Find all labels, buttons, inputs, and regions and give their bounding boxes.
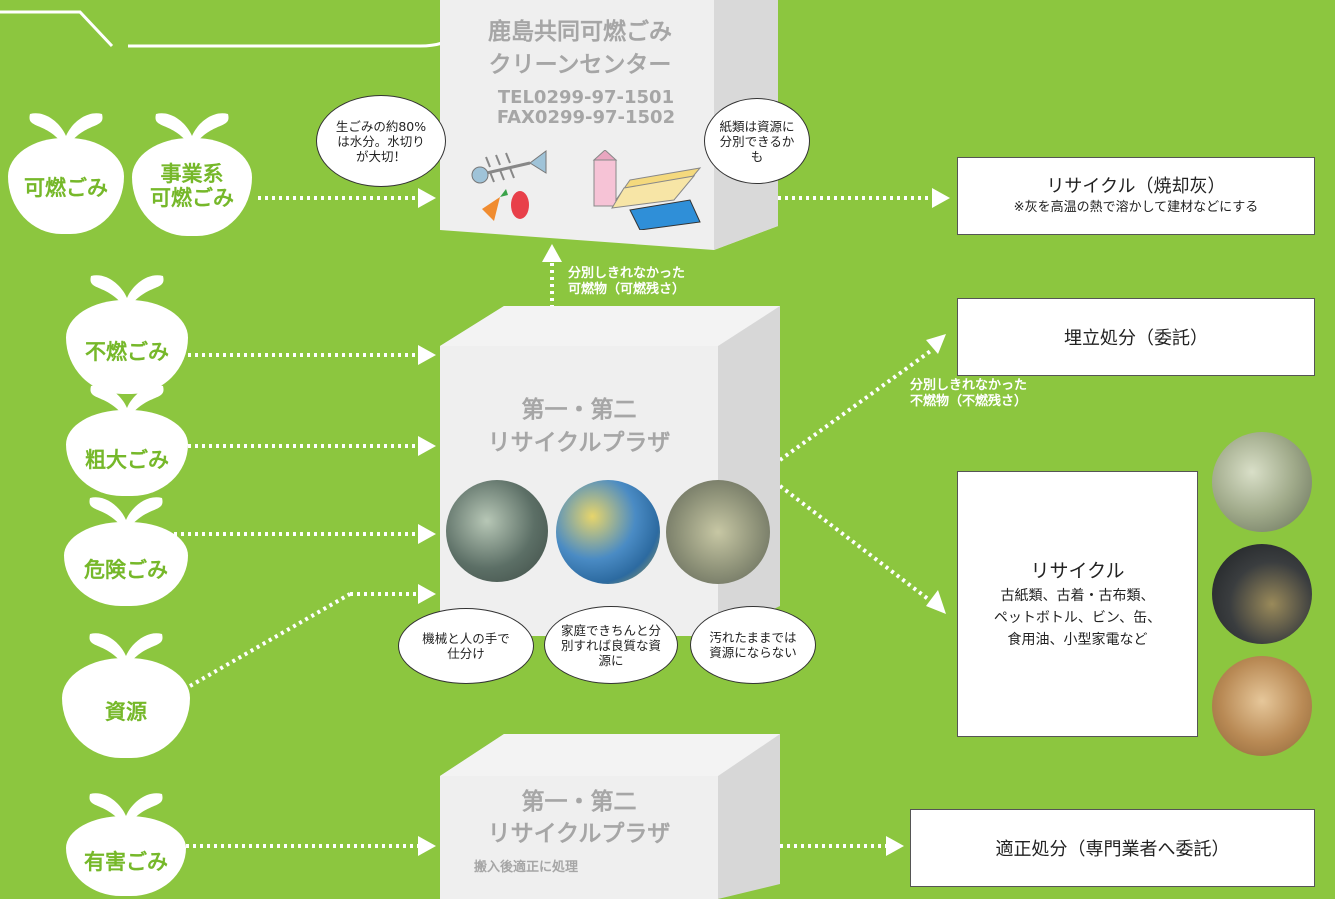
bubble-dirty-not-resource: 汚れたままでは資源にならない: [690, 606, 816, 684]
bubble-text: 汚れたままでは資源にならない: [709, 630, 797, 660]
bag-label: 資源: [105, 700, 147, 724]
bag-knot-icon: [89, 633, 163, 668]
facility-clean-center: 鹿島共同可燃ごみ クリーンセンター TEL0299-97-1501 FAX029…: [440, 0, 780, 250]
bubble-quality-resource: 家庭できちんと分別すれば良質な資源に: [544, 606, 678, 684]
bag-funen: 不燃ごみ: [66, 272, 188, 394]
bubble-text: 生ごみの約80%は水分。水切りが大切！: [335, 118, 427, 164]
bag-jigyo: 事業系 可燃ごみ: [132, 110, 252, 236]
facility-recycle-plaza-hazardous: 第一・第二 リサイクルプラザ 搬入後適正に処理: [440, 734, 780, 899]
result-note: ※灰を高温の熱で溶かして建材などにする: [1013, 200, 1259, 215]
bag-knot-icon: [155, 113, 229, 148]
paper-waste-icon: [592, 150, 702, 230]
facility-title-line2: リサイクルプラザ: [487, 430, 671, 456]
bag-shigen: 資源: [62, 630, 190, 758]
facility-contact: TEL0299-97-1501 FAX0299-97-1502: [476, 88, 696, 128]
note-noncombustible-residue: 分別しきれなかった 不燃物（不燃残さ）: [910, 378, 1027, 410]
result-recycle-ash: リサイクル（焼却灰） ※灰を高温の熱で溶かして建材などにする: [957, 157, 1315, 235]
bag-label: 可燃ごみ: [24, 176, 108, 200]
facility-recycle-plaza: 第一・第二 リサイクルプラザ: [440, 306, 780, 636]
bag-label-line1: 事業系: [160, 162, 224, 186]
result-landfill: 埋立処分（委託）: [957, 298, 1315, 376]
bag-label: 不燃ごみ: [85, 340, 169, 364]
result-proper-disposal: 適正処分（専門業者へ委託）: [910, 809, 1315, 887]
result-title: リサイクル: [1030, 560, 1125, 582]
bubble-paper: 紙類は資源に分別できるかも: [704, 98, 810, 184]
bubble-text: 機械と人の手で仕分け: [422, 631, 510, 661]
note-line1: 分別しきれなかった: [568, 266, 686, 281]
bubble-manual-sorting: 機械と人の手で仕分け: [398, 608, 534, 684]
result-title: 適正処分（専門業者へ委託）: [995, 839, 1230, 860]
facility-fax: FAX0299-97-1502: [496, 107, 676, 128]
bag-label: 有害ごみ: [84, 850, 168, 874]
note-line2: 不燃物（不燃残さ）: [910, 394, 1028, 409]
facility-tel: TEL0299-97-1501: [497, 87, 675, 108]
result-items-line1: 古紙類、古着・古布類、: [1000, 588, 1155, 604]
bubble-food-waste: 生ごみの約80%は水分。水切りが大切！: [316, 95, 446, 187]
bubble-text: 紙類は資源に分別できるかも: [719, 118, 795, 164]
facility-subtitle: 搬入後適正に処理: [474, 860, 579, 875]
bag-label: 粗大ごみ: [85, 448, 169, 472]
result-items-line2: ペットボトル、ビン、缶、: [993, 610, 1162, 626]
bag-kiken: 危険ごみ: [64, 494, 188, 606]
result-recycle: リサイクル 古紙類、古着・古布類、 ペットボトル、ビン、缶、 食用油、小型家電な…: [957, 471, 1198, 737]
facility-title-line1: 鹿島共同可燃ごみ: [488, 19, 672, 45]
bag-knot-icon: [29, 113, 103, 148]
photo-dirty-waste: [666, 480, 770, 584]
result-title: リサイクル（焼却灰）: [1046, 176, 1226, 197]
photo-furniture: [1212, 656, 1312, 756]
facility-title-line1: 第一・第二: [521, 397, 637, 423]
bag-sodai: 粗大ごみ: [66, 382, 188, 496]
result-items-line3: 食用油、小型家電など: [1007, 632, 1148, 648]
bag-knot-icon: [89, 497, 163, 532]
result-title: 埋立処分（委託）: [1064, 328, 1208, 349]
facility-title-line2: クリーンセンター: [488, 52, 672, 78]
photo-sorting-machine: [446, 480, 548, 582]
bag-kanen: 可燃ごみ: [8, 110, 124, 234]
bubble-text: 家庭できちんと分別すれば良質な資源に: [560, 622, 661, 668]
bag-knot-icon: [90, 385, 164, 420]
bag-yugai: 有害ごみ: [66, 790, 186, 896]
photo-appliances: [1212, 544, 1312, 644]
note-line2: 可燃物（可燃残さ）: [568, 282, 686, 297]
facility-title-line1: 第一・第二: [521, 789, 637, 815]
bag-label: 危険ごみ: [84, 558, 168, 582]
bag-label-line2: 可燃ごみ: [150, 186, 234, 210]
bag-knot-icon: [89, 793, 163, 828]
facility-title-line2: リサイクルプラザ: [487, 821, 671, 847]
food-waste-icon: [471, 150, 547, 221]
note-combustible-residue: 分別しきれなかった 可燃物（可燃残さ）: [568, 266, 685, 298]
bag-knot-icon: [90, 275, 164, 310]
photo-plastic-bottles: [556, 480, 660, 584]
photo-cans: [1212, 432, 1312, 532]
note-line1: 分別しきれなかった: [910, 378, 1028, 393]
